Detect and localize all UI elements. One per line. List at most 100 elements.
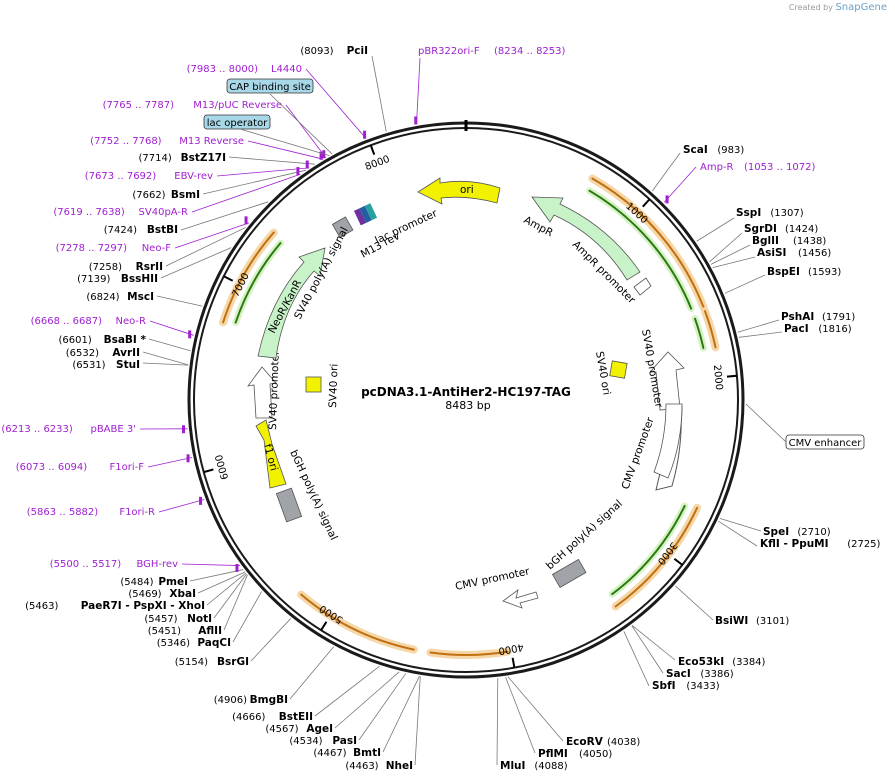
primer-name: pBR322ori-F bbox=[418, 46, 480, 57]
boxed-leader-1 bbox=[239, 128, 330, 156]
primer-range: (6668 .. 6687) bbox=[31, 316, 103, 327]
tick-8000 bbox=[369, 144, 376, 155]
enzyme-leader-17 bbox=[496, 678, 499, 766]
tick-4000 bbox=[511, 657, 516, 668]
enzyme-leader-37 bbox=[180, 201, 269, 231]
enzyme-pos: (1593) bbox=[808, 267, 841, 278]
primer-12: Amp-R (1053 .. 1072) bbox=[665, 162, 816, 204]
tick-5000 bbox=[320, 621, 328, 631]
primer-marker-5 bbox=[296, 167, 300, 176]
orange-line-2 bbox=[614, 506, 699, 608]
enzyme-name: PasI bbox=[332, 735, 357, 747]
enzyme-leader-21 bbox=[334, 671, 400, 729]
enzyme-13: SacI(3386) bbox=[666, 668, 734, 680]
enzyme-leader-24 bbox=[250, 618, 292, 662]
enzyme-name: PmeI bbox=[158, 576, 188, 588]
enzyme-pos: (6824) bbox=[86, 292, 119, 303]
enzyme-leader-29 bbox=[197, 571, 246, 594]
boxed-label-1: lac operator bbox=[203, 114, 271, 130]
enzyme-name: BsmI bbox=[171, 189, 200, 201]
enzyme-pos: (4666) bbox=[232, 712, 265, 723]
bgh-polya-left-label: bGH poly(A) signal bbox=[287, 448, 339, 542]
tick-label-2000: 2000 bbox=[711, 364, 724, 390]
enzyme-22: BstEII(4666) bbox=[232, 711, 313, 723]
enzyme-pos: (7424) bbox=[104, 225, 137, 236]
primer-name: F1ori-F bbox=[110, 462, 145, 473]
enzyme-leader-33 bbox=[148, 338, 191, 352]
enzyme-pos: (6601) bbox=[59, 335, 92, 346]
primer-name: M13/pUC Reverse bbox=[193, 100, 282, 111]
tick-label-8000: 8000 bbox=[364, 154, 392, 173]
enzyme-leader-15 bbox=[507, 676, 564, 742]
enzyme-name: StuI bbox=[116, 359, 140, 371]
primer-range: (7752 .. 7768) bbox=[90, 136, 162, 147]
boxed-label-0: CAP binding site bbox=[226, 78, 314, 94]
primer-range: (7619 .. 7638) bbox=[53, 207, 125, 218]
enzyme-36: RsrII(7258) bbox=[89, 261, 163, 273]
primer-marker-0 bbox=[414, 116, 418, 125]
enzyme-pos: (4567) bbox=[265, 724, 298, 735]
tick-2000 bbox=[726, 374, 738, 378]
enzyme-23: BmgBI(4906) bbox=[214, 694, 288, 706]
enzyme-pos: (5451) bbox=[148, 626, 181, 637]
enzyme-leader-32 bbox=[142, 351, 189, 366]
enzyme-name: MluI bbox=[500, 760, 525, 772]
plasmid-length: 8483 bp bbox=[445, 399, 490, 412]
enzyme-leader-39 bbox=[228, 156, 316, 165]
tick-6000 bbox=[203, 468, 214, 474]
enzyme-name: PacI bbox=[784, 323, 809, 335]
primer-name: EBV-rev bbox=[174, 171, 213, 182]
enzyme-pos: (2725) bbox=[847, 539, 880, 550]
enzyme-27: NotI(5457) bbox=[144, 613, 212, 625]
primer-name: Neo-F bbox=[142, 243, 172, 254]
cmv-promoter-right-label: CMV promoter bbox=[620, 415, 657, 491]
primer-leader-0 bbox=[416, 57, 421, 125]
tick-1000 bbox=[642, 198, 651, 208]
enzyme-leader-7 bbox=[737, 319, 780, 333]
enzyme-8: PacI(1816) bbox=[784, 323, 852, 335]
enzyme-name: BspEI bbox=[767, 266, 800, 278]
enzyme-name: BssHII bbox=[121, 273, 158, 285]
enzyme-name: SspI bbox=[736, 207, 761, 219]
enzyme-name: Eco53kI bbox=[678, 656, 724, 668]
primer-range: (7983 .. 8000) bbox=[187, 64, 259, 75]
primer-name: Amp-R bbox=[700, 162, 734, 173]
enzyme-pos: (7258) bbox=[89, 262, 122, 273]
snapgene-watermark: Created by SnapGene bbox=[789, 2, 887, 13]
enzyme-leader-9 bbox=[719, 517, 762, 532]
enzyme-name: KflI - PpuMI bbox=[760, 538, 829, 550]
enzyme-pos: (7714) bbox=[139, 153, 172, 164]
enzyme-pos: (2710) bbox=[797, 527, 830, 538]
enzyme-name: BmtI bbox=[353, 747, 381, 759]
enzyme-leader-16 bbox=[505, 677, 536, 754]
primer-range: (6073 .. 6094) bbox=[16, 462, 88, 473]
ori-arrow bbox=[417, 177, 501, 205]
enzyme-leader-19 bbox=[382, 675, 420, 753]
primer-8: pBABE 3'(6213 .. 6233) bbox=[1, 424, 186, 435]
primer-range: (1053 .. 1072) bbox=[744, 162, 816, 173]
sv40-promoter-left-arrow bbox=[247, 366, 277, 419]
enzyme-26: AflII(5451) bbox=[148, 625, 222, 637]
primer-leader-3 bbox=[247, 140, 324, 160]
ampr-arrow bbox=[531, 196, 641, 281]
cmv-promoter-lower-label: CMV promoter bbox=[454, 565, 531, 593]
orange-line-3 bbox=[429, 650, 509, 656]
primer-range: (6213 .. 6233) bbox=[1, 424, 73, 435]
enzyme-6: BspEI (1593) bbox=[767, 266, 841, 278]
enzyme-leader-8 bbox=[738, 331, 783, 338]
enzyme-name: SacI bbox=[666, 668, 691, 680]
enzyme-10: KflI - PpuMI (2725) bbox=[760, 538, 881, 550]
green-line-3 bbox=[234, 242, 282, 324]
enzyme-2: SspI(1307) bbox=[736, 207, 804, 219]
orange-line-4 bbox=[300, 593, 415, 651]
enzyme-pos: (1456) bbox=[798, 248, 831, 259]
enzyme-name: PaqCI bbox=[197, 637, 231, 649]
neor-kanr-arrow bbox=[257, 247, 326, 359]
primer-leader-7 bbox=[149, 320, 194, 336]
primer-3: M13 Reverse(7752 .. 7768) bbox=[90, 136, 323, 160]
enzyme-leader-1 bbox=[652, 152, 681, 192]
enzyme-pos: (983) bbox=[717, 145, 744, 156]
enzyme-name: SbfI bbox=[652, 680, 676, 692]
sv40-promoter-left-label: SV40 promoter bbox=[267, 350, 282, 430]
tick-label-4000: 4000 bbox=[497, 641, 524, 656]
